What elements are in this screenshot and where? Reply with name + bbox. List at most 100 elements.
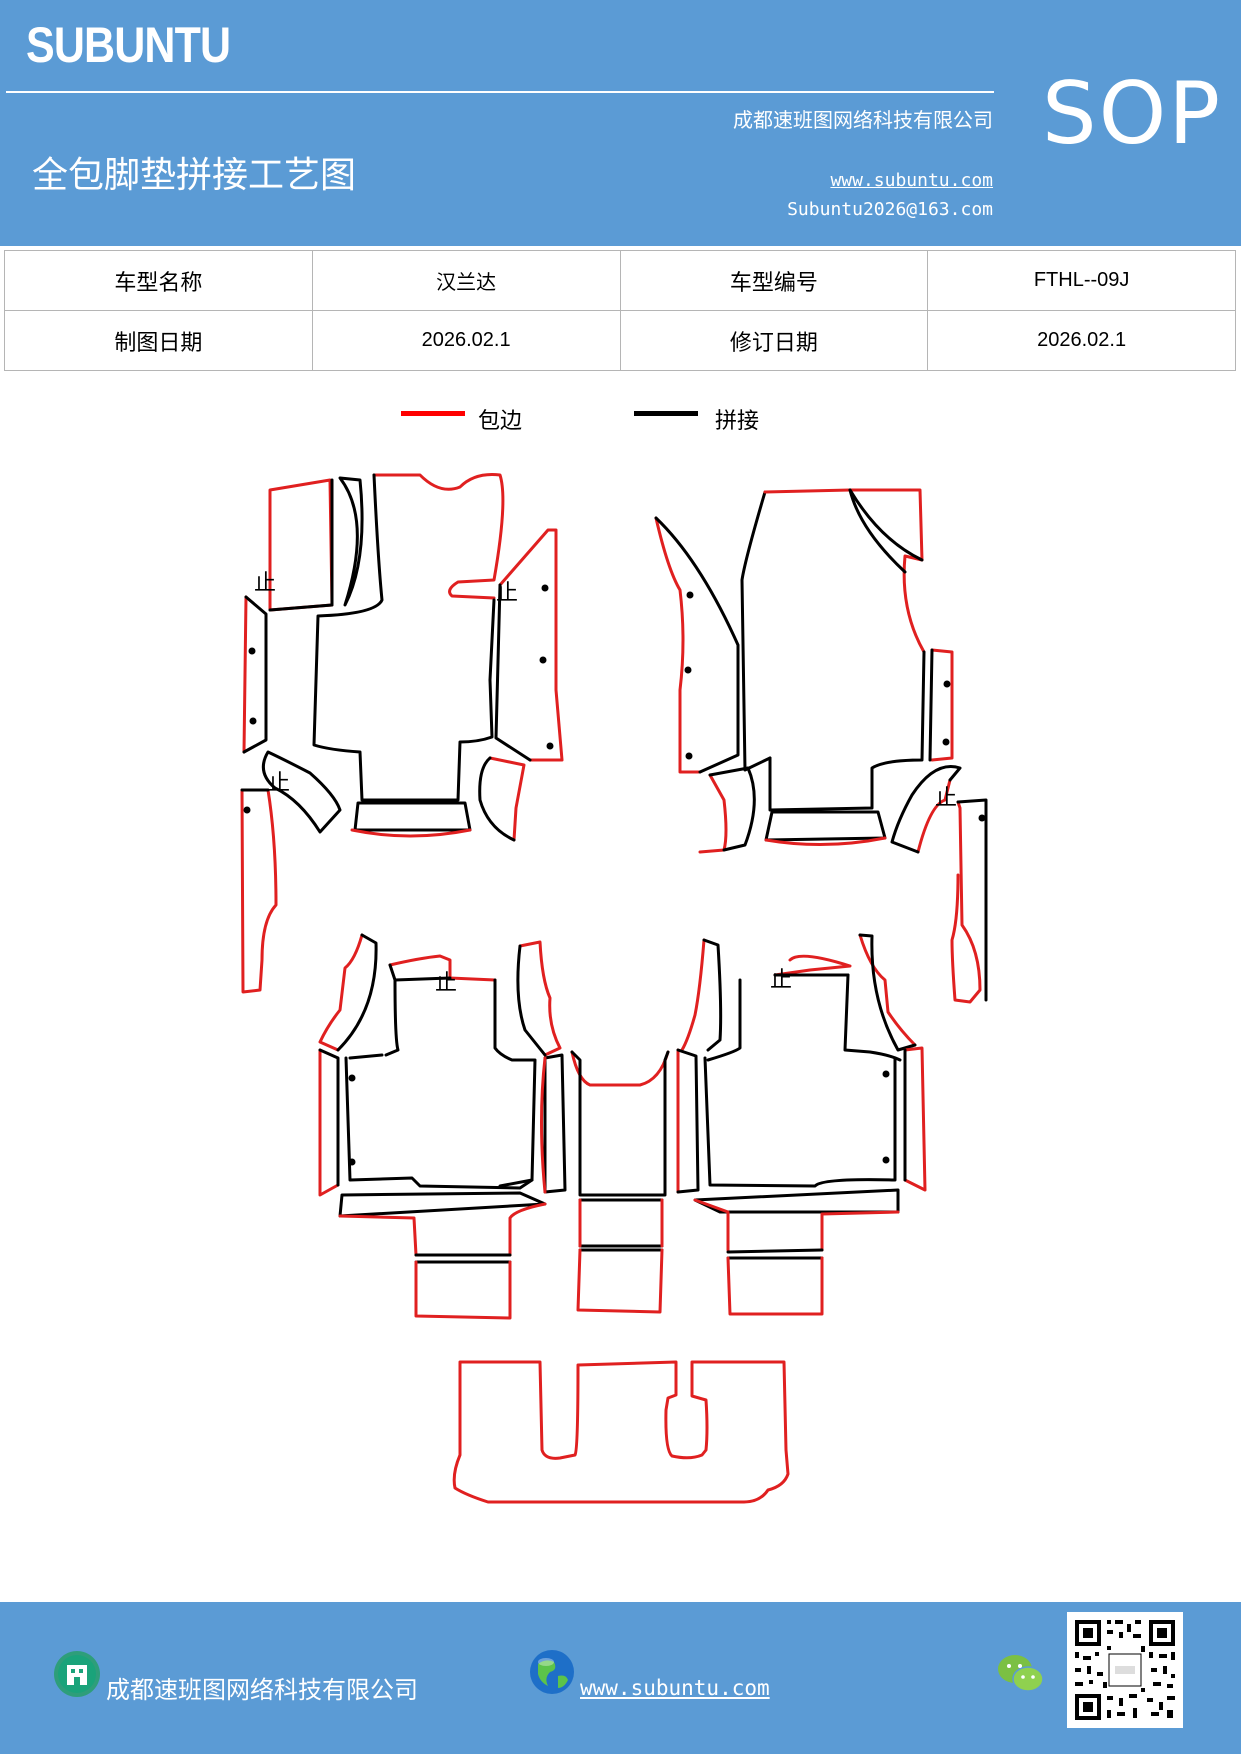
mat-splice [493, 978, 537, 1188]
mat-splice [268, 478, 334, 612]
third-row-mat [452, 1360, 790, 1504]
mat-edge [820, 1210, 900, 1252]
mat-edge [388, 954, 497, 982]
model-name-label: 车型名称 [4, 250, 313, 311]
table-row: 制图日期 2026.02.1 修订日期 2026.02.1 [4, 310, 1236, 371]
anchor-dot [348, 1158, 356, 1166]
email-address: Subuntu2026@163.com [787, 199, 993, 220]
anchor-dot [243, 806, 251, 814]
mat-edge [680, 938, 706, 1052]
mat-edge [498, 528, 564, 762]
mat-splice [516, 944, 547, 1057]
company-name: 成都速班图网络科技有限公司 [733, 108, 993, 132]
mat-edge [578, 1198, 664, 1248]
anchor-dot [248, 647, 256, 655]
model-name-value: 汉兰达 [311, 250, 621, 311]
mat-splice [570, 1050, 670, 1197]
mat-edge [916, 778, 952, 854]
mat-edge [240, 788, 278, 994]
legend-splice-label: 拼接 [715, 409, 760, 434]
mat-edge [930, 648, 954, 762]
brand-logo: SUBUNTU [26, 17, 231, 73]
model-code-value: FTHL--09J [927, 250, 1236, 311]
mat-splice [706, 978, 742, 1062]
mat-edge [858, 933, 917, 1047]
footer-website-link[interactable]: www.subuntu.com [580, 1676, 770, 1700]
mat-edge [726, 1256, 824, 1316]
anchor-dot [978, 814, 986, 822]
mat-edge [318, 933, 364, 1052]
mat-splice [768, 650, 926, 812]
mat-splice [578, 1198, 664, 1248]
mat-splice [764, 810, 887, 842]
mat-edge [268, 478, 334, 612]
mat-splice [693, 1188, 900, 1214]
stop-mark: 止 [268, 771, 290, 796]
stop-mark: 止 [254, 571, 276, 596]
mat-splice [494, 583, 532, 762]
mat-splice [843, 973, 902, 1062]
mat-edge [242, 595, 248, 754]
mat-edge [903, 1046, 927, 1192]
mat-splice [703, 1056, 897, 1188]
anchor-dot [539, 656, 547, 664]
mat-splice [336, 933, 378, 1052]
mat-splice [928, 648, 934, 762]
info-table: 车型名称 汉兰达 车型编号 FTHL--09J 制图日期 2026.02.1 修… [4, 250, 1236, 371]
mat-edge [414, 1260, 512, 1320]
stop-mark: 止 [496, 581, 518, 606]
mat-edge [698, 773, 728, 854]
mat-splice [312, 473, 496, 802]
mat-edge [763, 488, 926, 654]
document-title: 全包脚垫拼接工艺图 [32, 155, 357, 196]
mat-splice [261, 750, 342, 834]
mat-splice [848, 488, 907, 574]
mat-edge [508, 1202, 547, 1257]
second-row-right-mat [676, 933, 927, 1316]
mat-splice [318, 1048, 340, 1187]
anchor-dots [243, 584, 986, 1166]
mat-splice [654, 516, 740, 774]
draw-date-value: 2026.02.1 [311, 310, 621, 371]
model-code-label: 车型编号 [619, 250, 929, 311]
mat-edge [764, 836, 887, 847]
revise-date-label: 修订日期 [619, 310, 929, 371]
mat-splice [858, 933, 917, 1052]
mat-edge [350, 828, 472, 838]
mat-splice [414, 1253, 512, 1264]
anchor-dot [684, 666, 692, 674]
mat-splice [676, 1048, 700, 1194]
anchor-dot [882, 1156, 890, 1164]
stop-marks: 止 止 止 止 止 止 [254, 571, 957, 996]
website-link[interactable]: www.subuntu.com [830, 170, 993, 191]
legend-splice-swatch [634, 411, 698, 416]
header-divider [6, 91, 994, 93]
mat-splice [740, 490, 772, 772]
mat-splice [384, 978, 400, 1057]
mat-edge [338, 1214, 418, 1257]
mat-splice [478, 756, 516, 842]
header-banner [0, 0, 1241, 246]
mat-splice [344, 1056, 534, 1190]
footer-company-name: 成都速班图网络科技有限公司 [106, 1676, 418, 1704]
front-left-mat [240, 473, 564, 994]
mat-splice [543, 1053, 567, 1194]
mat-edge [518, 940, 562, 1057]
mat-edge [950, 800, 982, 1004]
mat-splice [348, 1053, 384, 1060]
revise-date-value: 2026.02.1 [927, 310, 1236, 371]
second-row-left-mat [318, 933, 567, 1320]
anchor-dot [348, 1074, 356, 1082]
stop-mark: 止 [435, 971, 457, 996]
anchor-dot [541, 584, 549, 592]
anchor-dot [685, 752, 693, 760]
legend-edge-label: 包边 [478, 409, 523, 434]
globe-icon [530, 1650, 574, 1694]
mat-edge [372, 473, 505, 600]
draw-date-label: 制图日期 [4, 310, 313, 371]
mat-edge [654, 516, 702, 774]
mat-splice [708, 766, 756, 852]
mat-edge [576, 1248, 664, 1314]
anchor-dot [943, 680, 951, 688]
